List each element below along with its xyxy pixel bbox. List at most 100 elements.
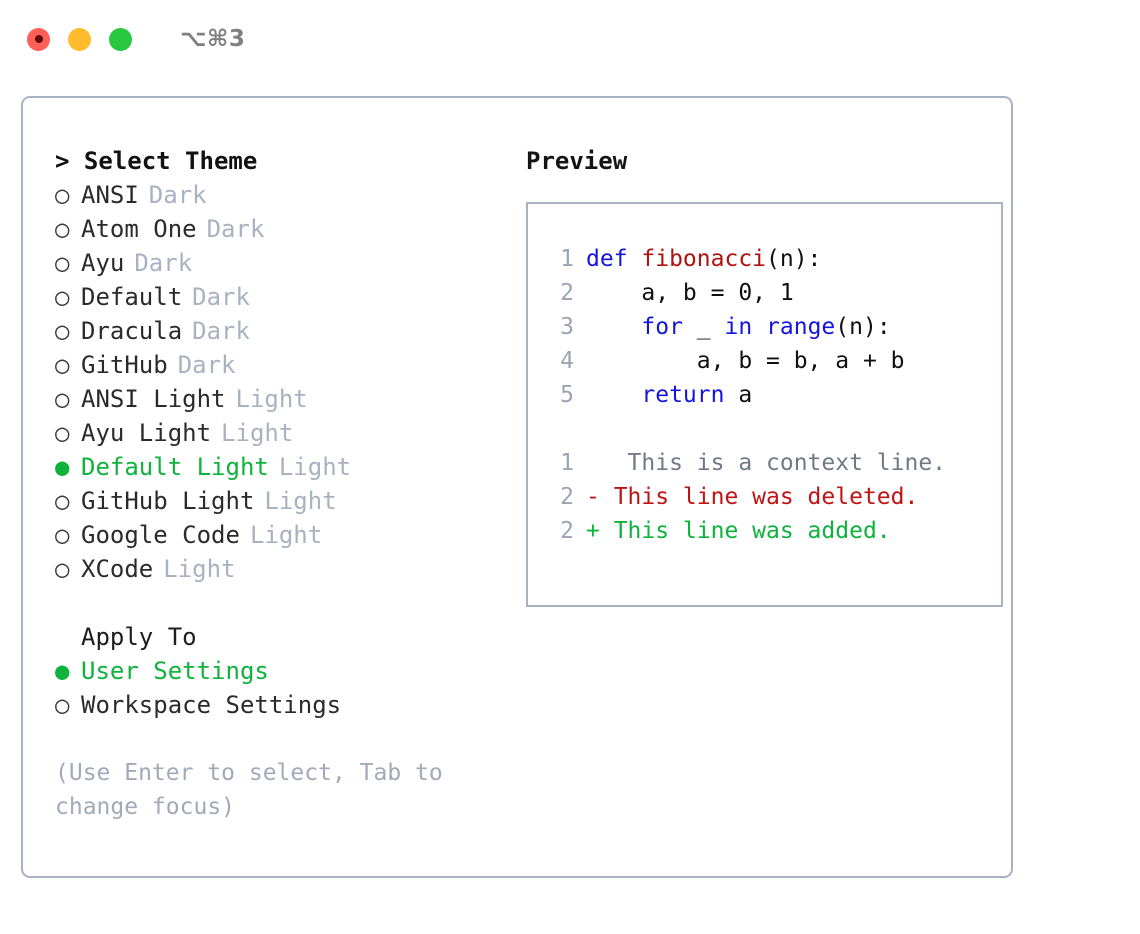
diff-text-add: + This line was added.	[586, 518, 891, 544]
code-diff-separator	[546, 412, 1001, 446]
theme-variant-badge: Dark	[192, 317, 250, 345]
apply-to-option-workspace-settings[interactable]: ○ Workspace Settings	[55, 688, 509, 722]
window-controls	[27, 27, 132, 51]
code-token-plain: a, b = b, a + b	[586, 348, 905, 374]
code-token-plain: (n):	[766, 246, 822, 272]
code-text: for _ in range(n):	[586, 310, 891, 344]
keyboard-hint-text: (Use Enter to select, Tab to change focu…	[55, 760, 443, 820]
code-token-kw: def	[586, 246, 642, 272]
code-token-plain: (n):	[835, 314, 891, 340]
theme-variant-badge: Light	[221, 419, 294, 447]
title-bar: ⌥⌘3	[0, 0, 1140, 78]
line-number: 1	[560, 246, 574, 272]
radio-unselected-icon: ○	[55, 181, 70, 209]
radio-selected-icon: ●	[55, 453, 70, 481]
theme-variant-badge: Light	[249, 521, 323, 549]
theme-option-label: Dracula	[81, 317, 183, 345]
radio-unselected-icon: ○	[55, 317, 70, 345]
preview-heading: Preview	[526, 147, 628, 175]
theme-option-github-light[interactable]: ○ GitHub Light Light	[55, 484, 509, 518]
diff-text-del: - This line was deleted.	[586, 484, 919, 510]
minimize-button[interactable]	[68, 27, 91, 51]
line-number: 2	[560, 280, 574, 306]
line-number: 2	[560, 484, 574, 510]
radio-unselected-icon: ○	[55, 215, 70, 243]
line-number: 1	[560, 450, 574, 476]
theme-option-google-code[interactable]: ○ Google Code Light	[55, 518, 509, 552]
radio-unselected-icon: ○	[55, 487, 70, 515]
radio-unselected-icon: ○	[55, 351, 70, 379]
radio-unselected-icon: ○	[55, 555, 70, 583]
theme-variant-badge: Dark	[192, 283, 250, 311]
code-text: a, b = 0, 1	[586, 276, 794, 310]
code-token-plain: a, b = 0, 1	[586, 280, 794, 306]
line-number: 5	[560, 382, 574, 408]
code-line: 3 for _ in range(n):	[546, 310, 1001, 344]
theme-option-label: XCode	[81, 555, 154, 583]
theme-option-default[interactable]: ○ Default Dark	[55, 280, 509, 314]
theme-option-atom-one[interactable]: ○ Atom One Dark	[55, 212, 509, 246]
theme-variant-badge: Light	[278, 453, 352, 481]
code-line: 1 def fibonacci(n):	[546, 242, 1001, 276]
code-token-fn: fibonacci	[641, 246, 767, 272]
theme-option-ayu[interactable]: ○ Ayu Dark	[55, 246, 509, 280]
code-line: 4 a, b = b, a + b	[546, 344, 1001, 378]
theme-option-label: Atom One	[81, 215, 197, 243]
theme-option-github[interactable]: ○ GitHub Dark	[55, 348, 509, 382]
theme-variant-badge: Light	[163, 555, 236, 583]
theme-option-label: GitHub	[81, 351, 168, 379]
close-button[interactable]	[27, 27, 50, 51]
theme-option-xcode[interactable]: ○ XCode Light	[55, 552, 509, 586]
radio-unselected-icon: ○	[55, 521, 70, 549]
code-line: 5 return a	[546, 378, 1001, 412]
theme-variant-badge: Light	[235, 385, 308, 413]
apply-to-option-label: User Settings	[81, 657, 269, 685]
keyboard-shortcut-label: ⌥⌘3	[180, 26, 246, 52]
code-token-plain	[586, 314, 641, 340]
line-number: 2	[560, 518, 574, 544]
theme-variant-badge: Dark	[134, 249, 193, 277]
code-token-plain	[586, 382, 641, 408]
theme-option-label: Google Code	[81, 521, 240, 549]
theme-variant-badge: Light	[264, 487, 337, 515]
apply-to-option-user-settings[interactable]: ●User Settings	[55, 654, 509, 688]
diff-sample: 1 This is a context line. 2 - This line wa…	[546, 446, 1001, 548]
radio-unselected-icon: ○	[55, 283, 70, 311]
code-text: return a	[586, 378, 752, 412]
theme-option-dracula[interactable]: ○ Dracula Dark	[55, 314, 509, 348]
radio-unselected-icon: ○	[55, 419, 70, 447]
code-text: def fibonacci(n):	[586, 242, 821, 276]
radio-unselected-icon: ○	[55, 385, 70, 413]
theme-option-label: Default	[81, 283, 183, 311]
theme-option-default-light[interactable]: ● Default Light Light	[55, 450, 509, 484]
theme-option-label: ANSI	[81, 181, 139, 209]
code-token-plain: _	[682, 314, 725, 340]
line-number: 3	[560, 314, 574, 340]
code-token-plain	[752, 314, 766, 340]
list-spacer	[55, 586, 509, 620]
radio-unselected-icon: ○	[55, 691, 70, 719]
code-token-kw: range	[766, 314, 836, 340]
diff-line: 2 - This line was deleted.	[546, 480, 1001, 514]
theme-option-label: GitHub Light	[81, 487, 255, 515]
radio-unselected-icon: ○	[55, 249, 70, 277]
theme-variant-badge: Dark	[206, 215, 265, 243]
theme-option-label: Default Light	[81, 453, 269, 481]
apply-to-list: ●User Settings ○ Workspace Settings	[55, 654, 509, 722]
maximize-button[interactable]	[109, 27, 132, 51]
code-text: a, b = b, a + b	[586, 344, 905, 378]
code-token-kw: return	[641, 382, 725, 408]
theme-variant-badge: Dark	[177, 351, 236, 379]
theme-option-label: Ayu	[81, 249, 125, 277]
diff-text-ctx: This is a context line.	[586, 450, 947, 476]
code-line: 2 a, b = 0, 1	[546, 276, 1001, 310]
apply-to-option-label: Workspace Settings	[81, 691, 342, 719]
